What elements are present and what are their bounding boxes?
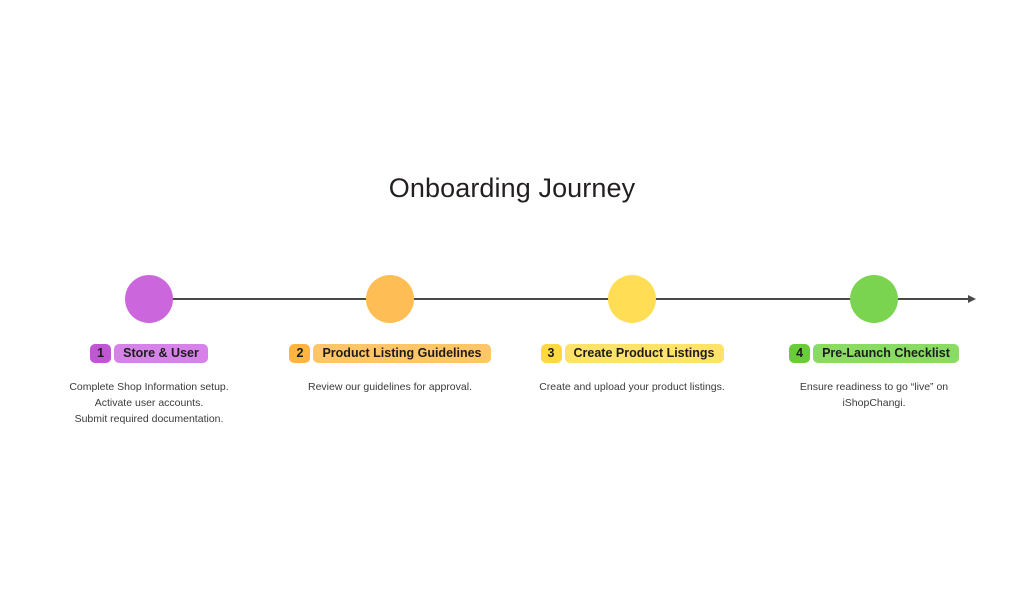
milestone-label[interactable]: Pre-Launch Checklist [813,344,959,363]
milestone-description-line: Activate user accounts. [94,397,204,409]
milestone-description: Create and upload your product listings. [532,379,732,395]
milestone-description-line: Complete Shop Information setup. [69,381,229,393]
arrow-right-icon [968,294,976,303]
milestone-node-icon[interactable] [366,275,414,323]
timeline-line [168,298,968,300]
milestone-description-line: iShopChangi. [842,397,906,409]
milestone-description: Review our guidelines for approval. [290,379,490,395]
milestone-node-icon[interactable] [850,275,898,323]
milestone-description-line: Ensure readiness to go “live” on [799,381,949,393]
milestone-number-badge: 3 [540,344,562,363]
milestone-label[interactable]: Store & User [114,344,208,363]
milestone-label[interactable]: Product Listing Guidelines [313,344,491,363]
milestone-description: Ensure readiness to go “live” on iShopCha… [774,379,974,411]
milestone-description-line: Review our guidelines for approval. [307,381,472,393]
milestone-label[interactable]: Create Product Listings [564,344,724,363]
milestone-number-badge: 4 [789,344,811,363]
page-title: Onboarding Journey [388,173,636,203]
milestone-node-icon[interactable] [608,275,656,323]
milestone-node-icon[interactable] [125,275,173,323]
milestone-description: Complete Shop Information setup. Activate… [49,379,249,427]
milestone-description-line: Submit required documentation. [74,413,224,425]
milestone-number-badge: 2 [289,344,311,363]
milestone-number-badge: 1 [90,344,112,363]
milestone-description-line: Create and upload your product listings. [539,381,725,393]
timeline-axis [168,294,976,303]
